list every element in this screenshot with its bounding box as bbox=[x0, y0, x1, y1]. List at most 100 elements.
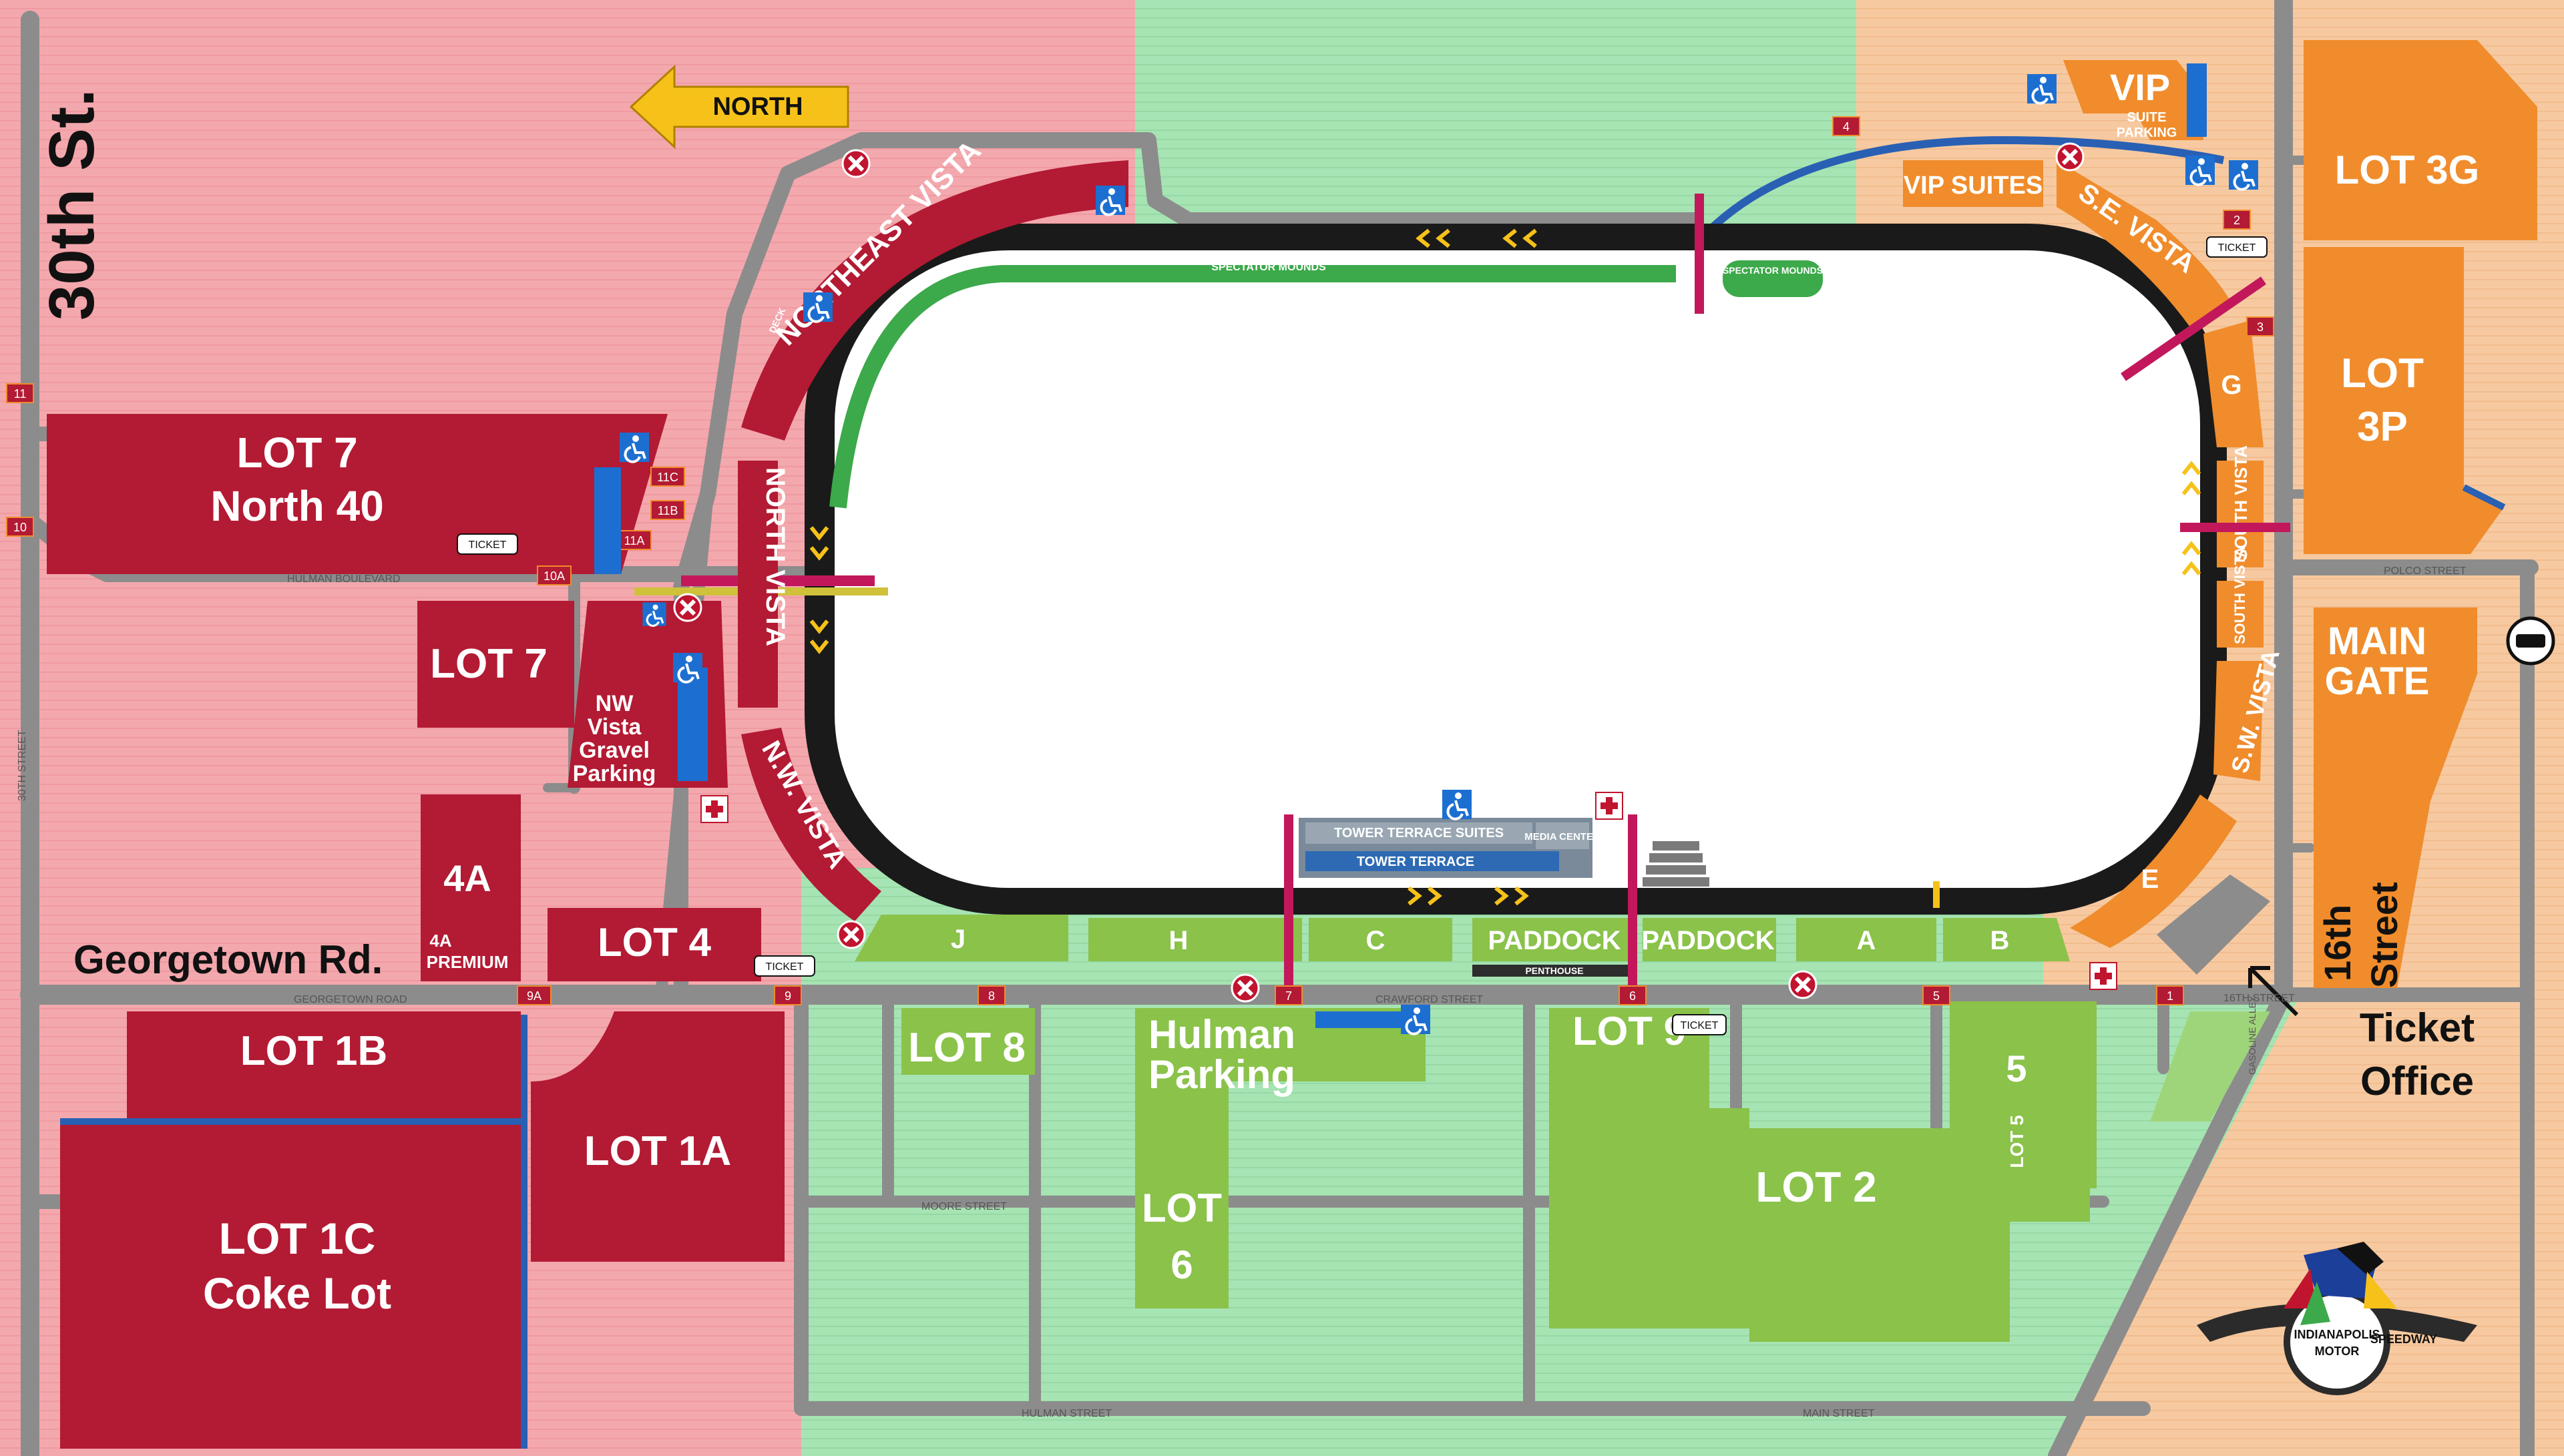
first-aid-icon bbox=[1595, 792, 1623, 820]
no-parking-icon bbox=[843, 150, 869, 177]
lot-9[interactable]: LOT 9 bbox=[1549, 1001, 2097, 1342]
svg-text:VIP SUITES: VIP SUITES bbox=[1904, 172, 2043, 200]
svg-text:PARKING: PARKING bbox=[2117, 126, 2177, 140]
blue-road-1c bbox=[60, 1015, 527, 1449]
lot-4a[interactable]: 4A 4A PREMIUM bbox=[421, 794, 521, 981]
road-moore: MOORE STREET bbox=[921, 1201, 1007, 1212]
svg-text:9: 9 bbox=[785, 989, 791, 1003]
main-gate-lot[interactable]: MAIN GATE bbox=[2314, 608, 2477, 988]
svg-text:3P: 3P bbox=[2357, 404, 2408, 450]
spectator-mounds-green bbox=[829, 265, 1676, 509]
stand-h[interactable]: H bbox=[1088, 918, 1302, 961]
stand-a[interactable]: A bbox=[1796, 918, 1936, 961]
svg-text:C: C bbox=[1366, 926, 1385, 955]
accessible-icon bbox=[618, 431, 650, 463]
svg-text:Hulman: Hulman bbox=[1148, 1012, 1295, 1057]
gate-6: 6 bbox=[1619, 985, 1647, 1005]
stand-north-vista[interactable]: NORTH VISTA bbox=[738, 461, 790, 708]
stand-g[interactable]: G bbox=[2203, 320, 2264, 447]
svg-text:NORTH: NORTH bbox=[712, 93, 803, 121]
north-arrow-icon: NORTH bbox=[629, 64, 849, 150]
gate-11c: 11C bbox=[650, 467, 685, 487]
lot-4[interactable]: LOT 4 bbox=[548, 908, 761, 981]
svg-text:NW: NW bbox=[596, 691, 634, 716]
stand-c[interactable]: C bbox=[1309, 918, 1452, 961]
tower-terrace-complex[interactable]: TOWER TERRACE SUITES TOWER TERRACE MEDIA… bbox=[1299, 818, 1600, 878]
penthouse-labels: PENTHOUSE bbox=[1472, 965, 1636, 977]
accessible-lane-hulman bbox=[1315, 1011, 1402, 1028]
svg-text:4A: 4A bbox=[429, 931, 451, 951]
road-hulman-boulevard: HULMAN BOULEVARD bbox=[287, 573, 401, 585]
svg-text:LOT: LOT bbox=[2341, 350, 2424, 397]
svg-text:10A: 10A bbox=[544, 569, 565, 583]
lot-5[interactable]: 5 LOT 5 bbox=[1996, 1011, 2050, 1172]
svg-text:SPEEDWAY: SPEEDWAY bbox=[2370, 1332, 2437, 1346]
svg-text:SUITE: SUITE bbox=[2127, 110, 2167, 125]
svg-text:LOT 1C: LOT 1C bbox=[219, 1214, 376, 1263]
lot-1a[interactable]: LOT 1A bbox=[531, 1011, 785, 1262]
stand-south-vista[interactable]: SOUTH VISTA bbox=[2217, 445, 2264, 567]
lot-1c-coke-lot[interactable]: LOT 1C Coke Lot bbox=[60, 1122, 521, 1449]
gate-11: 11 bbox=[6, 383, 34, 403]
svg-text:VIP: VIP bbox=[2110, 66, 2170, 108]
no-parking-icon bbox=[674, 594, 701, 621]
svg-text:SOUTH VISTA: SOUTH VISTA bbox=[2231, 445, 2251, 561]
svg-text:LOT 9: LOT 9 bbox=[1572, 1009, 1686, 1053]
logo-emblem: INDIANAPOLIS MOTOR SPEEDWAY bbox=[2197, 1242, 2477, 1395]
gate-markers: 11 10 10A 11C 11B 11A 9A 9 8 7 6 5 1 2 3… bbox=[6, 116, 2274, 1005]
stand-paddock-1[interactable]: PADDOCK bbox=[1472, 918, 1636, 961]
svg-text:2: 2 bbox=[2233, 214, 2240, 227]
gate-9: 9 bbox=[774, 985, 802, 1005]
lot-3p[interactable]: LOT 3P bbox=[2304, 247, 2504, 554]
svg-text:Parking: Parking bbox=[1148, 1052, 1295, 1097]
road-crawford: CRAWFORD STREET bbox=[1375, 994, 1483, 1005]
gate-1: 1 bbox=[2156, 985, 2184, 1005]
road-polco: POLCO STREET bbox=[2384, 565, 2467, 577]
svg-text:G: G bbox=[2221, 371, 2241, 400]
stand-b[interactable]: B bbox=[1943, 918, 2070, 961]
lot-7[interactable]: LOT 7 bbox=[417, 601, 574, 728]
stand-paddock-2[interactable]: PADDOCK bbox=[1641, 918, 1776, 961]
svg-text:PADDOCK: PADDOCK bbox=[1641, 926, 1774, 955]
stand-j[interactable]: J bbox=[855, 915, 1068, 961]
accessible-icon bbox=[802, 291, 834, 323]
svg-text:MEDIA CENTER: MEDIA CENTER bbox=[1524, 831, 1600, 842]
road-16th: 16TH STREET bbox=[2223, 993, 2295, 1004]
svg-text:SPECTATOR MOUNDS: SPECTATOR MOUNDS bbox=[1723, 265, 1823, 276]
svg-text:INDIANAPOLIS: INDIANAPOLIS bbox=[2294, 1328, 2380, 1341]
accessible-icon bbox=[2184, 154, 2216, 186]
svg-text:TICKET: TICKET bbox=[469, 539, 507, 551]
road-georgetown: GEORGETOWN ROAD bbox=[294, 994, 407, 1005]
first-aid-icon bbox=[700, 795, 728, 823]
svg-text:LOT 7: LOT 7 bbox=[236, 429, 357, 477]
lot-3g[interactable]: LOT 3G bbox=[2304, 40, 2537, 240]
svg-text:SPECTATOR MOUNDS: SPECTATOR MOUNDS bbox=[1211, 262, 1326, 273]
svg-text:H: H bbox=[1169, 926, 1189, 955]
lot-7-north-40[interactable]: LOT 7 North 40 bbox=[47, 414, 668, 574]
gate-9a: 9A bbox=[517, 985, 552, 1005]
svg-text:4A: 4A bbox=[443, 857, 491, 899]
svg-text:6: 6 bbox=[1629, 989, 1636, 1003]
svg-text:Parking: Parking bbox=[573, 761, 656, 786]
gate-7: 7 bbox=[1275, 985, 1303, 1005]
spectator-mounds-box bbox=[1723, 260, 1823, 297]
svg-text:E: E bbox=[2141, 865, 2159, 894]
stand-vip-suites[interactable]: VIP SUITES bbox=[1903, 160, 2043, 207]
hulman-parking[interactable]: Hulman Parking bbox=[1135, 1008, 1426, 1308]
stand-e[interactable]: E bbox=[2070, 794, 2237, 948]
gate-11b: 11B bbox=[650, 500, 685, 520]
svg-text:NORTH VISTA: NORTH VISTA bbox=[761, 467, 790, 646]
vip-suite-parking[interactable]: VIP SUITE PARKING bbox=[2063, 60, 2203, 140]
lot-8[interactable]: LOT 8 bbox=[901, 1008, 1035, 1075]
lot-1b[interactable]: LOT 1B bbox=[127, 1011, 521, 1118]
stand-south-vista-2[interactable]: SOUTH VISTA bbox=[2217, 547, 2264, 648]
svg-text:Vista: Vista bbox=[588, 714, 642, 740]
sixteenth-street-label-2: Street bbox=[2363, 882, 2405, 988]
svg-text:MOTOR: MOTOR bbox=[2315, 1345, 2360, 1358]
gate-11a: 11A bbox=[617, 530, 652, 550]
svg-text:LOT 3G: LOT 3G bbox=[2335, 148, 2480, 192]
gate-10a: 10A bbox=[537, 565, 572, 585]
svg-text:4: 4 bbox=[1843, 120, 1850, 134]
svg-text:11A: 11A bbox=[624, 534, 645, 547]
blue-road-3p bbox=[2462, 484, 2506, 511]
